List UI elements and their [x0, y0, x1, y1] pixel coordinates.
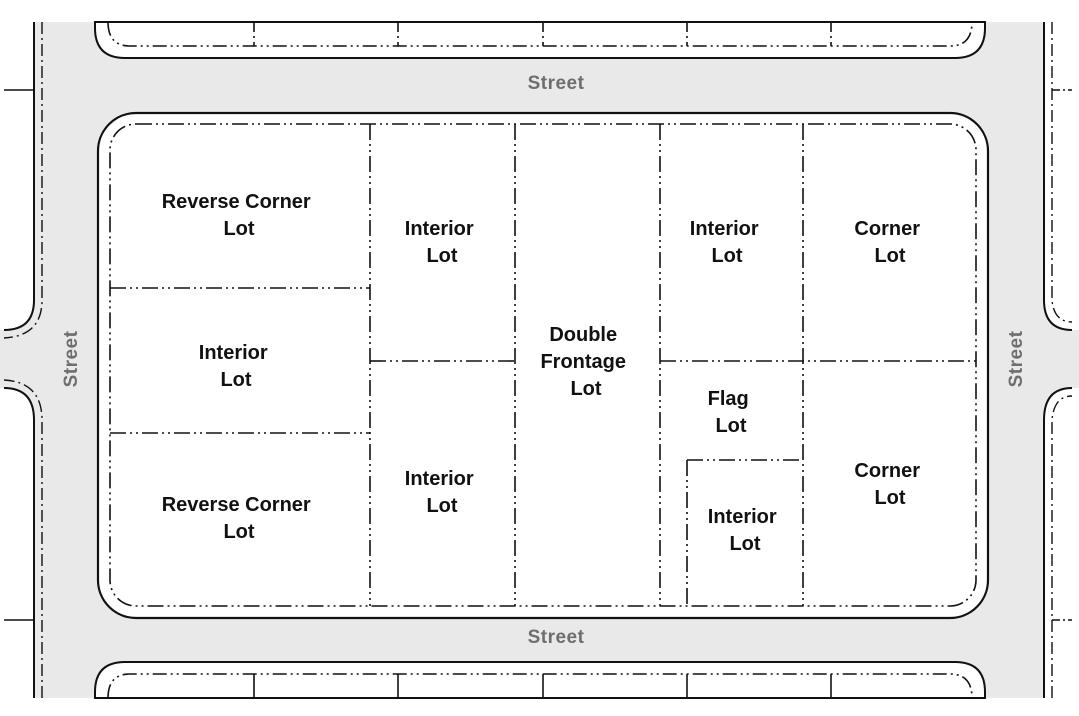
lot-label-corner-top: Corner Lot	[854, 218, 925, 267]
right-curb-bottom-inner	[1051, 395, 1073, 698]
bottom-block-lot-dividers	[253, 674, 832, 698]
lot-label-interior-col2-bottom: Interior Lot	[405, 468, 479, 517]
street-label-left: Street	[61, 330, 82, 387]
outer-block-bottom-right	[1044, 388, 1079, 698]
left-curb-top	[3, 22, 35, 331]
right-curb-top-inner	[1051, 22, 1073, 323]
lot-label-reverse-corner-bottom: Reverse Corner Lot	[162, 494, 317, 543]
lot-label-interior-left-mid: Interior Lot	[199, 342, 273, 391]
top-block-lot-dividers	[253, 22, 832, 46]
right-curb-top	[1043, 22, 1073, 331]
street-label-top: Street	[528, 73, 585, 94]
top-block	[94, 21, 986, 59]
main-block-property-line	[109, 123, 977, 607]
lot-label-corner-bottom: Corner Lot	[854, 460, 925, 509]
left-curb-bottom-inner	[3, 379, 43, 698]
lot-label-interior-col4-bottom: Interior Lot	[708, 506, 782, 555]
outer-block-top-right	[1044, 22, 1079, 330]
lot-label-interior-col4-top: Interior Lot	[690, 218, 764, 267]
lot-label-double-frontage: Double Frontage Lot	[540, 324, 631, 400]
outer-block-bottom-left	[0, 388, 34, 698]
street-label-right: Street	[1006, 330, 1027, 387]
bottom-block-lot-line	[107, 673, 973, 699]
right-curb-bottom	[1043, 387, 1073, 698]
outer-block-top-left	[0, 22, 34, 330]
left-curb-top-inner	[3, 22, 43, 339]
bottom-block	[94, 661, 986, 699]
lot-label-flag: Flag Lot	[708, 388, 755, 437]
left-curb-bottom	[3, 387, 35, 698]
lot-label-interior-col2-top: Interior Lot	[405, 218, 479, 267]
street-label-bottom: Street	[528, 627, 585, 648]
lot-dividers	[110, 124, 976, 606]
top-block-lot-line	[107, 21, 973, 47]
lot-label-reverse-corner-top: Reverse Corner Lot	[162, 191, 317, 240]
main-block-curb	[96, 111, 990, 620]
